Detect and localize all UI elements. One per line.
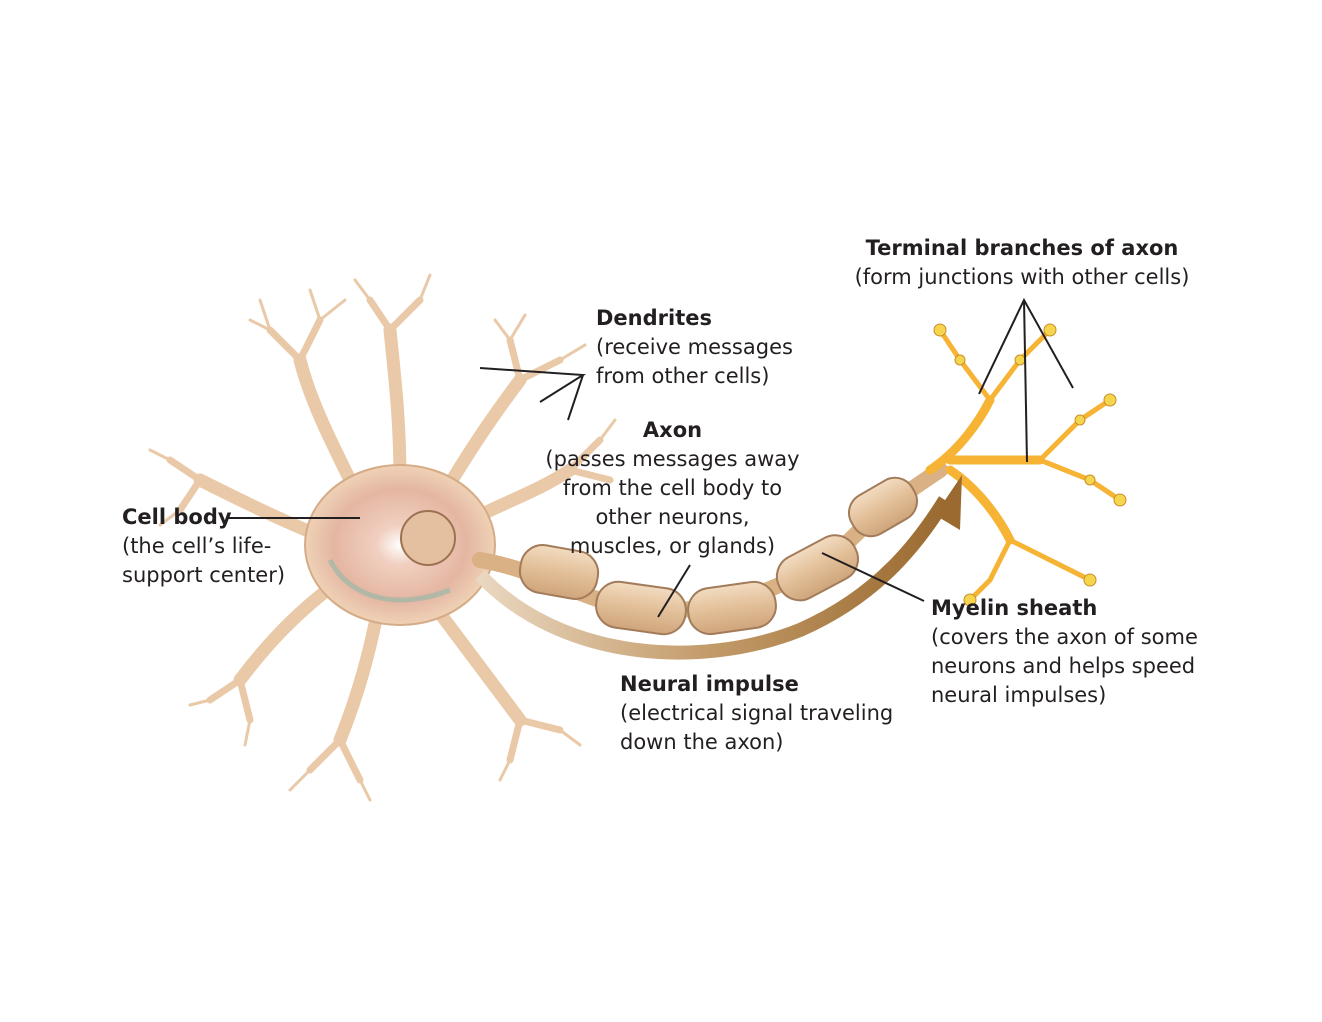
- cell-body-desc-2: support center): [122, 563, 286, 587]
- dendrites-title: Dendrites: [596, 306, 712, 330]
- impulse-title: Neural impulse: [620, 672, 799, 696]
- axon-leader: [657, 564, 691, 618]
- axon-desc-4: muscles, or glands): [569, 534, 776, 558]
- axon-desc-3: other neurons,: [595, 505, 750, 529]
- cell-body-label: Cell body (the cell’s life- support cent…: [122, 503, 285, 590]
- terminal-tips: [933, 323, 1127, 607]
- leader-lines: [228, 297, 1074, 618]
- cell-body-title: Cell body: [122, 505, 232, 529]
- myelin-desc-1: (covers the axon of some: [931, 625, 1198, 649]
- dendrites-desc-1: (receive messages: [596, 335, 793, 359]
- dendrites-label: Dendrites (receive messages from other c…: [596, 304, 793, 391]
- terminal-title: Terminal branches of axon: [865, 236, 1179, 260]
- neural-impulse-arrow: [474, 475, 962, 660]
- terminal-leader-b: [1023, 299, 1028, 463]
- dendrites-desc-2: from other cells): [596, 364, 770, 388]
- terminal-desc-1: (form junctions with other cells): [854, 265, 1190, 289]
- myelin-title: Myelin sheath: [931, 596, 1098, 620]
- myelin-sheath-label: Myelin sheath (covers the axon of some n…: [931, 594, 1198, 710]
- axon-label: Axon (passes messages away from the cell…: [540, 416, 805, 561]
- impulse-desc-2: down the axon): [620, 730, 784, 754]
- neural-impulse-label: Neural impulse (electrical signal travel…: [620, 670, 893, 757]
- myelin-desc-2: neurons and helps speed: [931, 654, 1196, 678]
- impulse-desc-1: (electrical signal traveling: [620, 701, 894, 725]
- dendrites-leader-b: [567, 374, 584, 421]
- terminal-leader-a: [978, 297, 1074, 395]
- myelin-sheath: [518, 476, 918, 636]
- axon-desc-2: from the cell body to: [562, 476, 783, 500]
- myelin-leader: [821, 552, 925, 602]
- axon-desc-1: (passes messages away: [545, 447, 800, 471]
- cell-body-desc-1: (the cell’s life-: [122, 534, 272, 558]
- cell-body: [304, 464, 496, 626]
- axon-title: Axon: [642, 418, 703, 442]
- terminal-branches-label: Terminal branches of axon (form junction…: [846, 234, 1198, 292]
- nucleus: [400, 510, 456, 566]
- myelin-desc-3: neural impulses): [931, 683, 1107, 707]
